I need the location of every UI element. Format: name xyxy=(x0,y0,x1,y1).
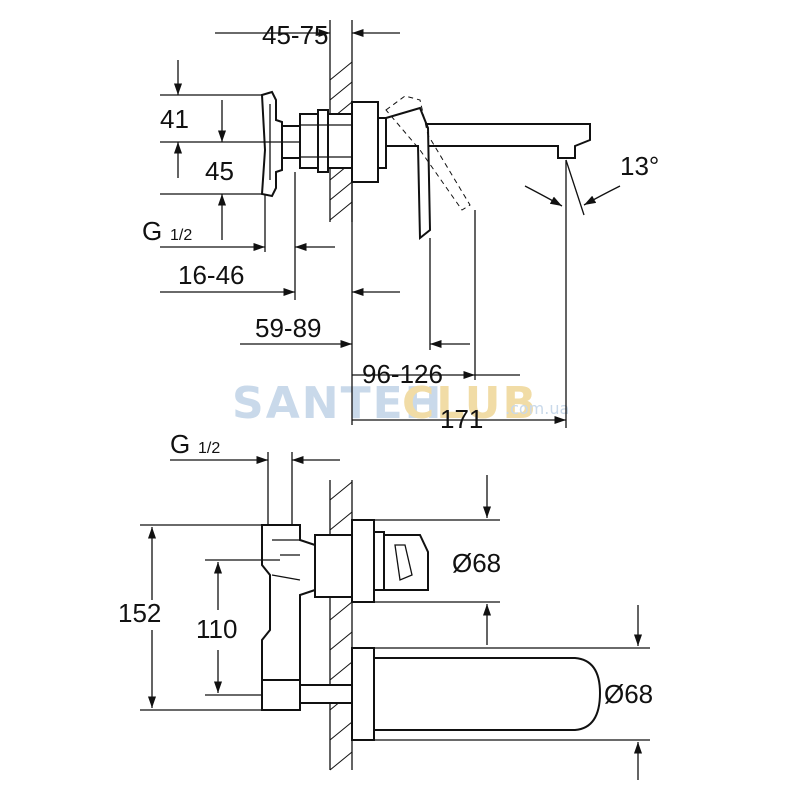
side-view: G 1/2 152 110 Ø68 Ø68 xyxy=(118,429,653,780)
dim-body-offset: 59-89 xyxy=(255,313,322,343)
dim-lever-reach: 96-126 xyxy=(362,359,443,389)
watermark-domain: .com.ua xyxy=(505,399,569,418)
dim-rosette-spout-diameter: Ø68 xyxy=(604,679,653,709)
dim-center-distance: 110 xyxy=(196,614,237,644)
rosette-top xyxy=(351,101,387,183)
dim-lever-upper: 41 xyxy=(160,104,189,134)
thread-size-top: 1/2 xyxy=(170,227,192,244)
dim-lever-lower: 45 xyxy=(205,156,234,186)
dim-spout-angle: 13° xyxy=(620,151,659,181)
dim-wall-depth: 45-75 xyxy=(262,20,329,50)
rosette-lever-side xyxy=(351,519,429,603)
dim-rosette-lever-diameter: Ø68 xyxy=(452,548,501,578)
dim-total-height: 152 xyxy=(118,598,161,628)
dim-spout-reach: 171 xyxy=(440,404,483,434)
concealed-body-side xyxy=(261,524,353,711)
lever-top xyxy=(385,106,432,241)
rosette-spout-side xyxy=(351,647,602,741)
spout-top xyxy=(385,123,591,159)
thread-label-side: G xyxy=(170,429,190,459)
dim-connection: 16-46 xyxy=(178,260,245,290)
thread-label-top: G xyxy=(142,216,162,246)
watermark: SANTEH CLUB .com.ua xyxy=(232,378,569,429)
thread-size-side: 1/2 xyxy=(198,440,220,457)
lever-alt-position xyxy=(385,95,471,211)
top-view: 45-75 41 45 G 1/2 16-46 59-89 96-126 xyxy=(142,20,659,434)
wall-section-side xyxy=(329,480,353,771)
concealed-body-top xyxy=(260,90,357,198)
